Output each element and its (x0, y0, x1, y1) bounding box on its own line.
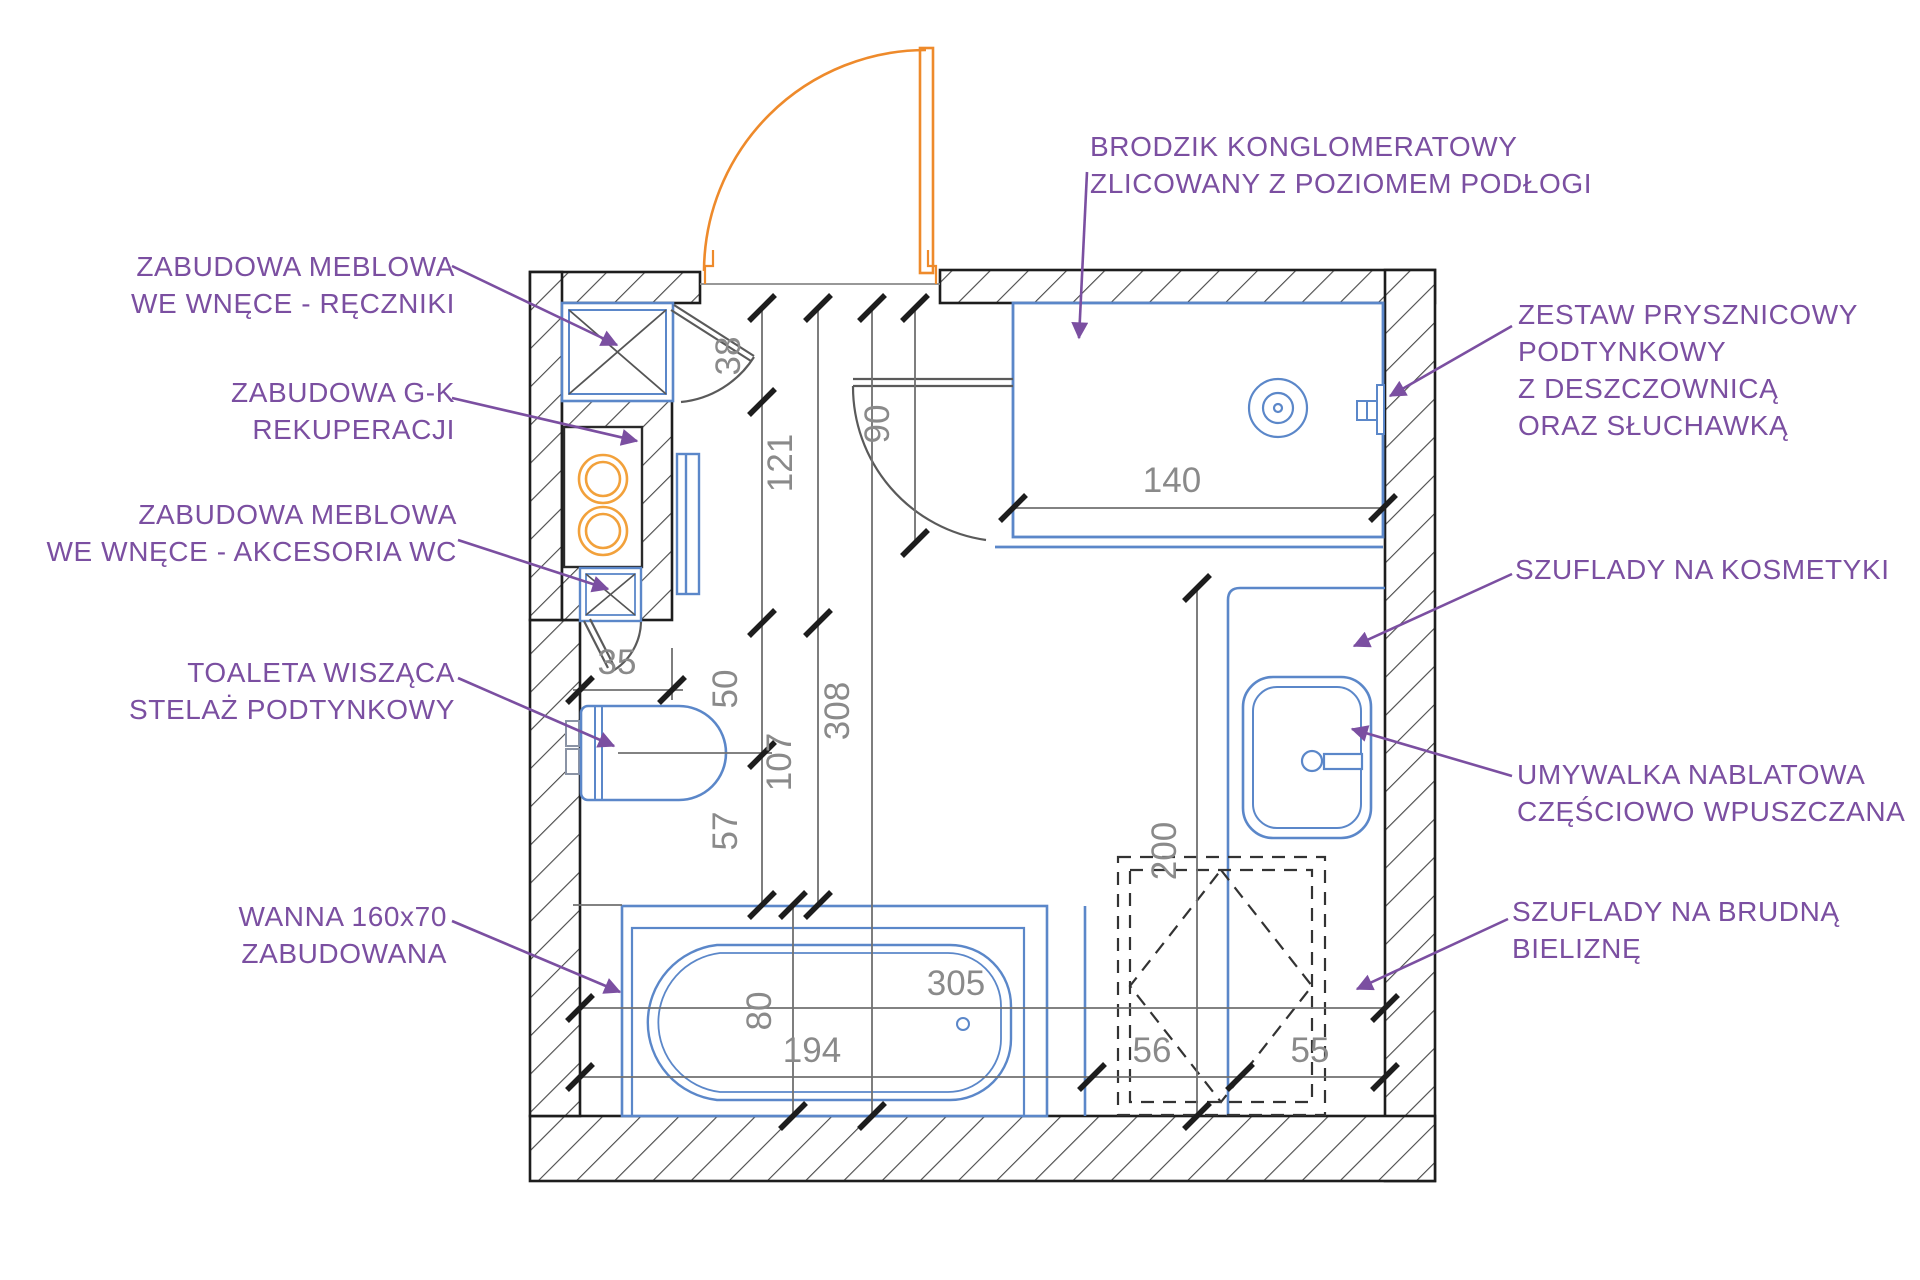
entry-door (700, 46, 940, 285)
label-towel-cabinet: ZABUDOWA MEBLOWA WE WNĘCE - RĘCZNIKI (130, 251, 455, 319)
flush-plate (565, 748, 580, 775)
bathtub (620, 904, 1049, 1118)
door-jamb-left (703, 250, 715, 284)
door-swing-arc (702, 48, 927, 272)
leader-toilet (457, 676, 616, 748)
dim-107: 107 (760, 733, 799, 791)
label-gk-recuperation: ZABUDOWA G-K REKUPERACJI (231, 377, 455, 445)
dim-308: 308 (818, 682, 857, 740)
wc-accessories-cabinet (578, 566, 643, 623)
leader-laundry (1355, 917, 1509, 991)
wc-cabinet-door-swing (583, 618, 643, 673)
leader-wc-acc (457, 538, 610, 593)
label-shower-tray: BRODZIK KONGLOMERATOWY ZLICOWANY Z POZIO… (1090, 131, 1593, 199)
label-bathtub: WANNA 160x70 ZABUDOWANA (238, 901, 447, 969)
leader-cosmetics (1352, 572, 1513, 648)
label-cosmetics-drawers: SZUFLADY NA KOSMETYKI (1515, 554, 1890, 585)
dim-35: 35 (598, 643, 637, 682)
dim-80: 80 (740, 992, 779, 1031)
laundry-drawers (1116, 855, 1327, 1117)
faucet-icon (1300, 749, 1324, 773)
shower-door-swing (851, 377, 1013, 542)
dim-121: 121 (761, 434, 800, 492)
leader-washbasin (1350, 725, 1513, 778)
dimension-ticks (565, 293, 1400, 1131)
door-leaf (918, 46, 935, 275)
label-shower-set: ZESTAW PRYSZNICOWY PODTYNKOWY Z DESZCZOW… (1518, 299, 1859, 441)
towel-radiator (675, 452, 701, 596)
label-laundry-drawers: SZUFLADY NA BRUDNĄ BIELIZNĘ (1512, 896, 1840, 964)
door-jamb-right (926, 250, 938, 284)
dim-57: 57 (706, 812, 745, 851)
wall-left-upper-strip (528, 270, 564, 622)
leader-gk (451, 396, 639, 446)
recuperation-box (562, 425, 644, 569)
dim-56: 56 (1133, 1031, 1172, 1070)
shower-tray (995, 301, 1385, 549)
tub-drain-icon (956, 1017, 970, 1031)
dim-305: 305 (927, 964, 985, 1003)
dim-38: 38 (709, 337, 748, 376)
towel-cabinet (560, 301, 675, 403)
dimension-lines (573, 308, 1385, 1116)
label-wc-accessories: ZABUDOWA MEBLOWA WE WNĘCE - AKCESORIA WC (46, 499, 457, 567)
wall-right (1383, 268, 1437, 1183)
washbasin (1241, 675, 1373, 840)
dim-194: 194 (783, 1031, 841, 1070)
leader-towels (451, 264, 619, 347)
shower-mixer-icon (1356, 384, 1385, 435)
toilet (565, 704, 772, 802)
leader-tub (451, 919, 622, 994)
leader-shower-tray (1071, 171, 1089, 340)
dim-200: 200 (1145, 822, 1184, 880)
faucet-handle-icon (1322, 752, 1364, 771)
dim-55: 55 (1291, 1031, 1330, 1070)
dim-140: 140 (1143, 461, 1201, 500)
label-toilet: TOALETA WISZĄCA STELAŻ PODTYNKOWY (128, 657, 455, 725)
dim-50: 50 (706, 670, 745, 709)
leader-arrows (451, 171, 1513, 994)
dimension-texts: 38 121 90 50 107 308 57 200 80 140 35 30… (598, 337, 1330, 1070)
walls (528, 268, 1437, 1183)
wall-top-right (938, 268, 1437, 305)
vent-ducts-icon (577, 453, 629, 557)
shower-drain-icon (1247, 377, 1309, 439)
dim-90: 90 (858, 405, 897, 444)
label-washbasin: UMYWALKA NABLATOWA CZĘŚCIOWO WPUSZCZANA (1517, 759, 1906, 827)
towel-cabinet-door-swing (670, 304, 755, 404)
wall-bottom (528, 1114, 1437, 1183)
wall-left-lower (528, 618, 582, 1118)
leader-shower-set (1388, 324, 1513, 398)
